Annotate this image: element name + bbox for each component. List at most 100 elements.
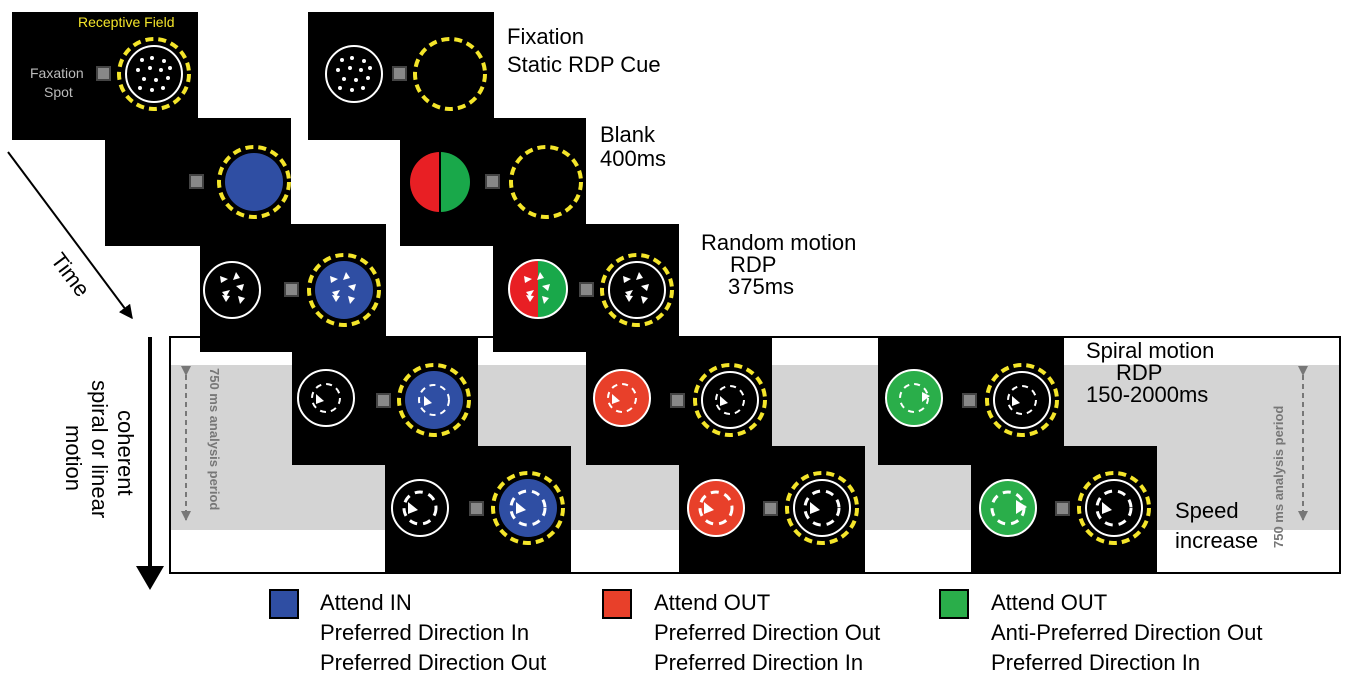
fixation-spot bbox=[189, 174, 204, 189]
motion-arrow-icon bbox=[408, 502, 418, 514]
svg-text:Static RDP Cue: Static RDP Cue bbox=[507, 52, 661, 77]
svg-text:Preferred Direction In: Preferred Direction In bbox=[654, 650, 863, 675]
analysis-period-right: 750 ms analysis period bbox=[1271, 366, 1308, 548]
receptive-field-ring bbox=[509, 145, 583, 219]
receptive-field-label: Receptive Field bbox=[78, 14, 175, 30]
svg-text:RDP: RDP bbox=[1116, 360, 1162, 385]
motion-arrow-icon bbox=[1012, 396, 1020, 406]
fixation-spot bbox=[485, 174, 500, 189]
green-half-random bbox=[538, 260, 567, 318]
svg-text:Speed: Speed bbox=[1175, 498, 1239, 523]
svg-text:Random motion: Random motion bbox=[701, 230, 856, 255]
receptive-field-ring bbox=[413, 37, 487, 111]
time-label: Time bbox=[46, 248, 95, 301]
svg-text:Anti-Preferred Direction Out: Anti-Preferred Direction Out bbox=[991, 620, 1262, 645]
random-rdp-inside-blue bbox=[315, 261, 373, 319]
receptive-field-ring bbox=[985, 363, 1059, 437]
svg-text:Preferred Direction Out: Preferred Direction Out bbox=[320, 650, 546, 675]
fixation-spot-label-2: Spot bbox=[44, 84, 73, 100]
motion-arrow-icon bbox=[316, 394, 324, 404]
random-arrows-inside bbox=[330, 272, 356, 304]
random-arrows-inside bbox=[623, 272, 649, 304]
time-arrow bbox=[7, 151, 133, 320]
svg-text:RDP: RDP bbox=[730, 252, 776, 277]
legend-swatch-red bbox=[602, 589, 632, 619]
static-rdp-stimulus bbox=[325, 45, 383, 103]
random-rdp-inside-black bbox=[608, 261, 666, 319]
random-arrows-outside bbox=[220, 272, 245, 304]
fixation-spot bbox=[763, 501, 778, 516]
svg-text:Spiral motion: Spiral motion bbox=[1086, 338, 1214, 363]
svg-text:Attend IN: Attend IN bbox=[320, 590, 412, 615]
speed-rdp-inside-black bbox=[793, 479, 851, 537]
random-arrows-cue bbox=[524, 272, 550, 304]
stage-fixation-label: Fixation Static RDP Cue bbox=[507, 24, 661, 77]
svg-text:Fixation: Fixation bbox=[507, 24, 584, 49]
fixation-spot bbox=[96, 66, 111, 81]
speed-rdp-inside-blue bbox=[499, 479, 557, 537]
coherent-label-1: coherent bbox=[113, 410, 138, 496]
legend-attend-in: Attend IN Preferred Direction In Preferr… bbox=[269, 589, 546, 675]
speed-rdp-outside bbox=[391, 479, 449, 537]
stage-spiral-motion-label: Spiral motion RDP 150-2000ms bbox=[1086, 338, 1214, 407]
legend-attend-out-red: Attend OUT Preferred Direction Out Prefe… bbox=[602, 589, 880, 675]
red-half-cue bbox=[410, 152, 440, 212]
spiral-rdp-inside-black bbox=[701, 371, 759, 429]
receptive-field-ring bbox=[307, 253, 381, 327]
motion-arrow-icon bbox=[810, 502, 820, 514]
spiral-rdp-outside-red bbox=[593, 369, 651, 427]
svg-text:Preferred Direction Out: Preferred Direction Out bbox=[654, 620, 880, 645]
svg-text:400ms: 400ms bbox=[600, 146, 666, 171]
speed-rdp-outside-green bbox=[979, 479, 1037, 537]
static-dots bbox=[336, 56, 372, 92]
red-half-random bbox=[509, 260, 538, 318]
fixation-spot bbox=[284, 282, 299, 297]
fixation-spot bbox=[376, 393, 391, 408]
motion-arrow-icon bbox=[612, 394, 620, 404]
speed-rdp-inside-black bbox=[1085, 479, 1143, 537]
receptive-field-ring bbox=[1077, 471, 1151, 545]
speed-rdp-outside-red bbox=[687, 479, 745, 537]
motion-arrow-icon bbox=[720, 396, 728, 406]
fixation-spot bbox=[579, 282, 594, 297]
motion-arrow-icon bbox=[1016, 500, 1027, 514]
random-rdp-outside bbox=[203, 261, 261, 319]
fixation-spot bbox=[1055, 501, 1070, 516]
motion-arrow-icon bbox=[424, 396, 432, 406]
legend-swatch-blue bbox=[269, 589, 299, 619]
spiral-rdp-inside-blue bbox=[405, 371, 463, 429]
receptive-field-ring bbox=[217, 145, 291, 219]
svg-text:150-2000ms: 150-2000ms bbox=[1086, 382, 1208, 407]
receptive-field-ring bbox=[693, 363, 767, 437]
svg-text:Attend OUT: Attend OUT bbox=[991, 590, 1107, 615]
stage-blank-label: Blank 400ms bbox=[600, 122, 666, 171]
fixation-spot-label: Faxation bbox=[30, 65, 84, 81]
svg-text:Preferred Direction In: Preferred Direction In bbox=[320, 620, 529, 645]
green-half-cue bbox=[440, 152, 470, 212]
blue-cue-disk bbox=[225, 153, 283, 211]
svg-text:Attend OUT: Attend OUT bbox=[654, 590, 770, 615]
analysis-period-left: 750 ms analysis period bbox=[181, 366, 222, 521]
legend-attend-out-green: Attend OUT Anti-Preferred Direction Out … bbox=[939, 589, 1262, 675]
fixation-spot bbox=[962, 393, 977, 408]
coherent-label-2: spiral or linear bbox=[87, 380, 112, 518]
svg-text:increase: increase bbox=[1175, 528, 1258, 553]
motion-arrow-icon bbox=[704, 502, 714, 514]
stage-speed-increase-label: Speed increase bbox=[1175, 498, 1258, 553]
static-dots bbox=[136, 56, 172, 92]
legend-swatch-green bbox=[939, 589, 969, 619]
svg-text:375ms: 375ms bbox=[728, 274, 794, 299]
fixation-spot bbox=[670, 393, 685, 408]
motion-arrow-icon bbox=[516, 502, 526, 514]
fixation-spot bbox=[392, 66, 407, 81]
receptive-field-ring bbox=[397, 363, 471, 437]
receptive-field-ring bbox=[600, 253, 674, 327]
svg-text:Blank: Blank bbox=[600, 122, 656, 147]
motion-arrow-icon bbox=[922, 392, 930, 402]
spiral-rdp-inside-black bbox=[993, 371, 1051, 429]
spiral-rdp-outside bbox=[297, 369, 355, 427]
svg-text:Preferred Direction In: Preferred Direction In bbox=[991, 650, 1200, 675]
static-rdp-stimulus bbox=[125, 45, 183, 103]
spiral-rdp-outside-green bbox=[885, 369, 943, 427]
